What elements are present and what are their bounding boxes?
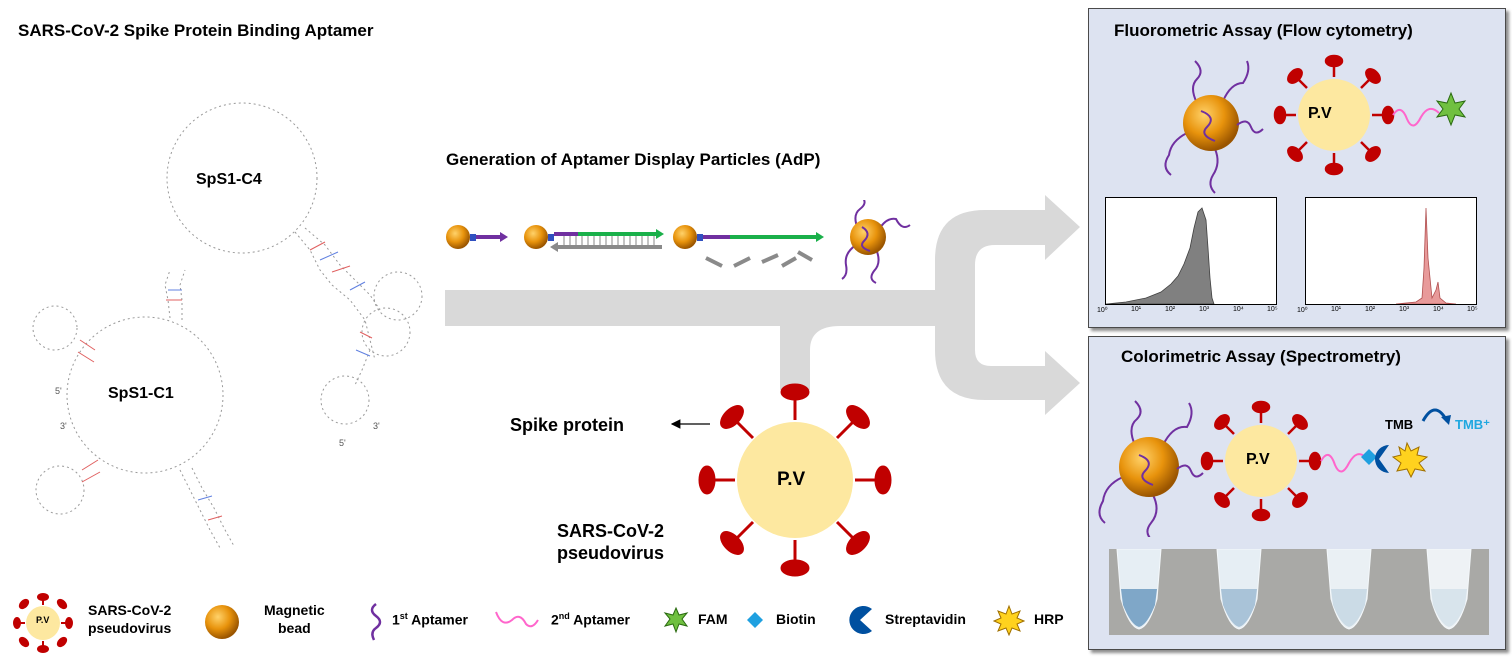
- legend-aptamer1: 1st Aptamer: [392, 611, 468, 628]
- tick-label: 10¹: [1131, 306, 1142, 313]
- legend-aptamer2-text: Aptamer: [569, 611, 630, 628]
- tmb-plus-label: TMB⁺: [1455, 417, 1491, 432]
- legend-bead: Magnetic bead: [264, 601, 325, 637]
- page-title: SARS-CoV-2 Spike Protein Binding Aptamer: [18, 21, 374, 40]
- aptamer-structures: [32, 102, 423, 549]
- histogram-positive-ticks: 10⁰ 10¹ 10² 10³ 10⁴ 10⁵: [1297, 306, 1487, 318]
- tick-label: 10²: [1365, 306, 1376, 313]
- legend-aptamer2: 2nd Aptamer: [551, 611, 630, 628]
- colorimetric-panel: Colorimetric Assay (Spectrometry): [1088, 336, 1506, 650]
- pseudovirus-label: P.V: [777, 469, 806, 490]
- fluorometric-pv-label: P.V: [1308, 105, 1332, 122]
- histogram-positive: [1305, 197, 1477, 305]
- tick-label: 10²: [1165, 306, 1176, 313]
- legend-aptamer2-sup: nd: [558, 611, 570, 621]
- legend-biotin-icon: [747, 612, 763, 628]
- histogram-negative-plot: [1106, 207, 1215, 304]
- tubes-photo: [1109, 549, 1489, 635]
- pseudovirus-name-line1: SARS-CoV-2: [557, 521, 665, 541]
- tmb-label: TMB: [1385, 417, 1414, 432]
- colorimetric-pv-label: P.V: [1246, 451, 1270, 468]
- legend-hrp: HRP: [1034, 611, 1064, 627]
- tick-label: 10³: [1399, 306, 1410, 313]
- pseudovirus-graphic: [698, 383, 892, 577]
- tube-3: [1326, 549, 1372, 630]
- tick-label: 10⁰: [1297, 307, 1308, 314]
- legend-biotin: Biotin: [776, 611, 816, 627]
- aptamer-c1-structure: [32, 269, 235, 549]
- legend-bead-line2: bead: [278, 620, 311, 636]
- legend-aptamer2-num: 2: [551, 611, 559, 628]
- legend-pseudovirus-line2: pseudovirus: [88, 620, 172, 636]
- legend-hrp-icon: [993, 604, 1025, 636]
- legend-aptamer2-icon: [495, 611, 539, 628]
- legend-fam-icon: [663, 606, 689, 634]
- histogram-negative: [1105, 197, 1277, 305]
- colorimetric-title: Colorimetric Assay (Spectrometry): [1121, 347, 1401, 366]
- legend-bead-icon: [205, 605, 239, 639]
- spike-protein-label: Spike protein: [510, 415, 625, 435]
- aptamer-c4-structure: [166, 102, 423, 425]
- fluorometric-panel: Fluorometric Assay (Flow cytometry): [1088, 8, 1506, 328]
- legend-aptamer1-num: 1: [392, 611, 400, 628]
- tube-2: [1216, 549, 1262, 630]
- flow-arrows: [445, 195, 1080, 415]
- tube-4: [1426, 549, 1472, 630]
- histogram-positive-plot: [1395, 207, 1457, 304]
- pseudovirus-name: SARS-CoV-2 pseudovirus: [557, 520, 664, 564]
- tick-label: 10⁰: [1097, 307, 1108, 314]
- tick-label: 10⁵: [1267, 306, 1278, 313]
- tick-label: 10⁵: [1467, 306, 1478, 313]
- fluorometric-complex: [1164, 54, 1467, 194]
- adp-title: Generation of Aptamer Display Particles …: [446, 150, 821, 169]
- adp-steps: [446, 200, 911, 284]
- pseudovirus-name-line2: pseudovirus: [557, 543, 665, 563]
- tick-label: 10⁴: [1233, 306, 1244, 313]
- legend-aptamer1-text: Aptamer: [407, 611, 468, 628]
- legend-streptavidin-icon: [849, 606, 872, 634]
- legend-pseudovirus-line1: SARS-CoV-2: [88, 602, 172, 618]
- legend-pv-icon: [13, 593, 73, 653]
- aptamer-c4-3prime: 3': [373, 421, 380, 431]
- legend-bead-line1: Magnetic: [264, 602, 325, 618]
- fluorometric-title: Fluorometric Assay (Flow cytometry): [1114, 21, 1413, 40]
- tick-label: 10⁴: [1433, 306, 1444, 313]
- tick-label: 10³: [1199, 306, 1210, 313]
- legend-aptamer1-sup: st: [399, 611, 408, 621]
- aptamer-c1-5prime: 5': [55, 386, 62, 396]
- histogram-negative-ticks: 10⁰ 10¹ 10² 10³ 10⁴ 10⁵: [1097, 306, 1287, 318]
- legend-pseudovirus: SARS-CoV-2 pseudovirus: [88, 601, 171, 637]
- spike-pointer-arrow: [670, 419, 710, 429]
- colorimetric-complex: [1098, 400, 1451, 537]
- legend-pv-icon-label: P.V: [36, 615, 50, 625]
- aptamer-c4-5prime: 5': [339, 438, 346, 448]
- tick-label: 10¹: [1331, 306, 1342, 313]
- legend-aptamer1-icon: [370, 603, 382, 641]
- tube-1: [1116, 549, 1162, 630]
- aptamer-c1-3prime: 3': [60, 421, 67, 431]
- legend-fam: FAM: [698, 611, 728, 627]
- aptamer-c1-label: SpS1-C1: [108, 385, 174, 402]
- aptamer-c4-label: SpS1-C4: [196, 171, 262, 188]
- legend-streptavidin: Streptavidin: [885, 611, 966, 627]
